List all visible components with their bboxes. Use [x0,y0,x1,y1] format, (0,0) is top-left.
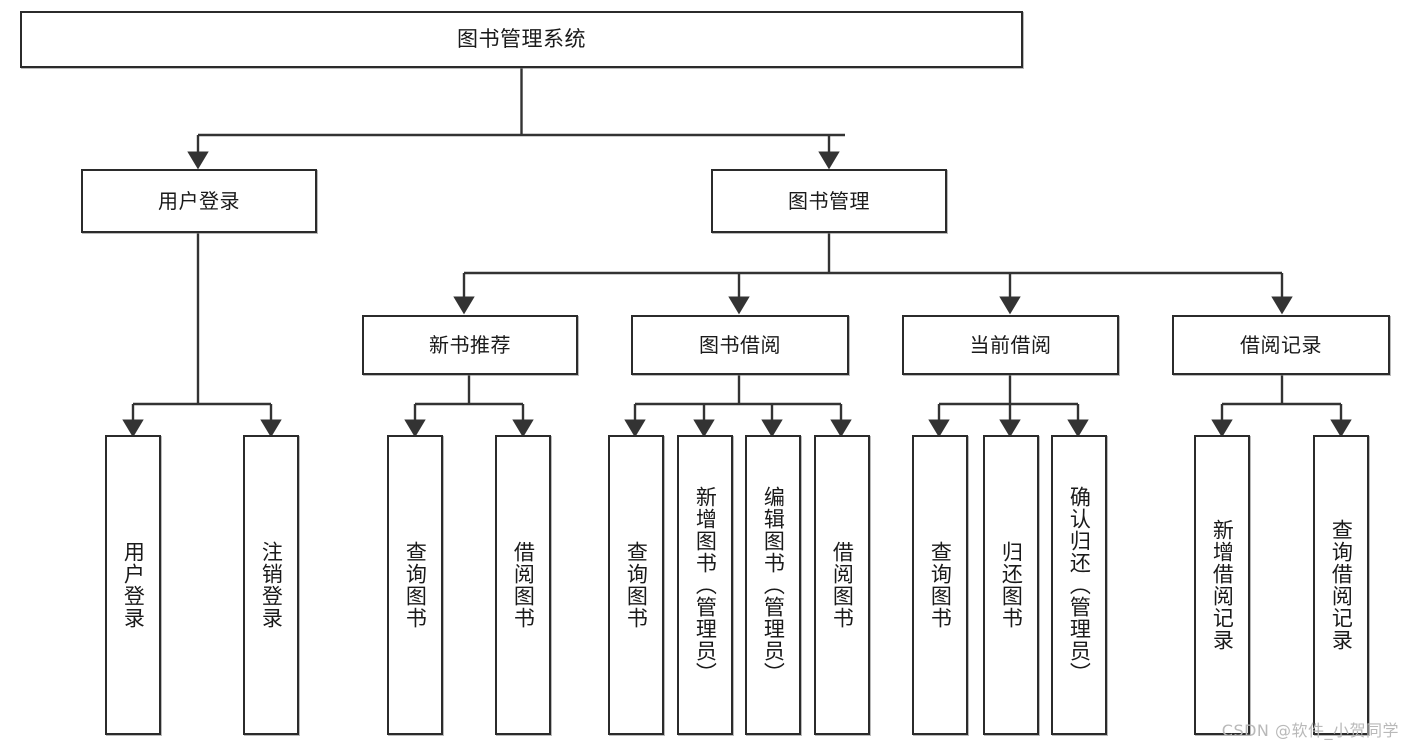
leaf-query-borrow-record[interactable]: 查询借阅记录 [1313,435,1369,735]
leaf-return-book[interactable]: 归还图书 [983,435,1039,735]
leaf-logout-label: 注销登录 [259,541,284,629]
leaf-edit-book-admin-label: 编辑图书（管理员） [761,486,786,684]
leaf-return-book-label: 归还图书 [999,541,1024,629]
leaf-query-book[interactable]: 查询图书 [608,435,664,735]
leaf-borrow-book-recommend[interactable]: 借阅图书 [495,435,551,735]
leaf-user-login-label: 用户登录 [121,541,146,629]
leaf-user-login[interactable]: 用户登录 [105,435,161,735]
node-user-login[interactable]: 用户登录 [81,169,317,233]
node-current-borrow[interactable]: 当前借阅 [902,315,1119,375]
node-book-borrow[interactable]: 图书借阅 [631,315,849,375]
watermark-text: CSDN @软件_小贺同学 [1221,721,1399,740]
node-root-label: 图书管理系统 [457,26,586,51]
leaf-query-book-recommend-label: 查询图书 [403,541,428,629]
leaf-query-borrow-record-label: 查询借阅记录 [1329,519,1354,651]
leaf-edit-book-admin[interactable]: 编辑图书（管理员） [745,435,801,735]
leaf-logout[interactable]: 注销登录 [243,435,299,735]
node-borrow-record[interactable]: 借阅记录 [1172,315,1390,375]
leaf-confirm-return-admin-label: 确认归还（管理员） [1067,486,1092,684]
leaf-borrow-book[interactable]: 借阅图书 [814,435,870,735]
leaf-borrow-book-recommend-label: 借阅图书 [511,541,536,629]
leaf-add-borrow-record-label: 新增借阅记录 [1210,519,1235,651]
leaf-query-book-current[interactable]: 查询图书 [912,435,968,735]
leaf-add-borrow-record[interactable]: 新增借阅记录 [1194,435,1250,735]
leaf-add-book-admin-label: 新增图书（管理员） [693,486,718,684]
node-new-book-recommend[interactable]: 新书推荐 [362,315,578,375]
node-borrow-record-label: 借阅记录 [1240,332,1322,357]
leaf-confirm-return-admin[interactable]: 确认归还（管理员） [1051,435,1107,735]
leaf-query-book-current-label: 查询图书 [928,541,953,629]
node-current-borrow-label: 当前借阅 [969,332,1052,357]
node-book-management-label: 图书管理 [788,188,870,213]
leaf-query-book-label: 查询图书 [624,541,649,629]
node-root[interactable]: 图书管理系统 [20,11,1023,68]
leaf-add-book-admin[interactable]: 新增图书（管理员） [677,435,733,735]
node-new-book-recommend-label: 新书推荐 [429,332,511,357]
leaf-borrow-book-label: 借阅图书 [830,541,855,629]
node-book-management[interactable]: 图书管理 [711,169,947,233]
leaf-query-book-recommend[interactable]: 查询图书 [387,435,443,735]
node-book-borrow-label: 图书借阅 [699,332,781,357]
node-user-login-label: 用户登录 [158,188,240,213]
